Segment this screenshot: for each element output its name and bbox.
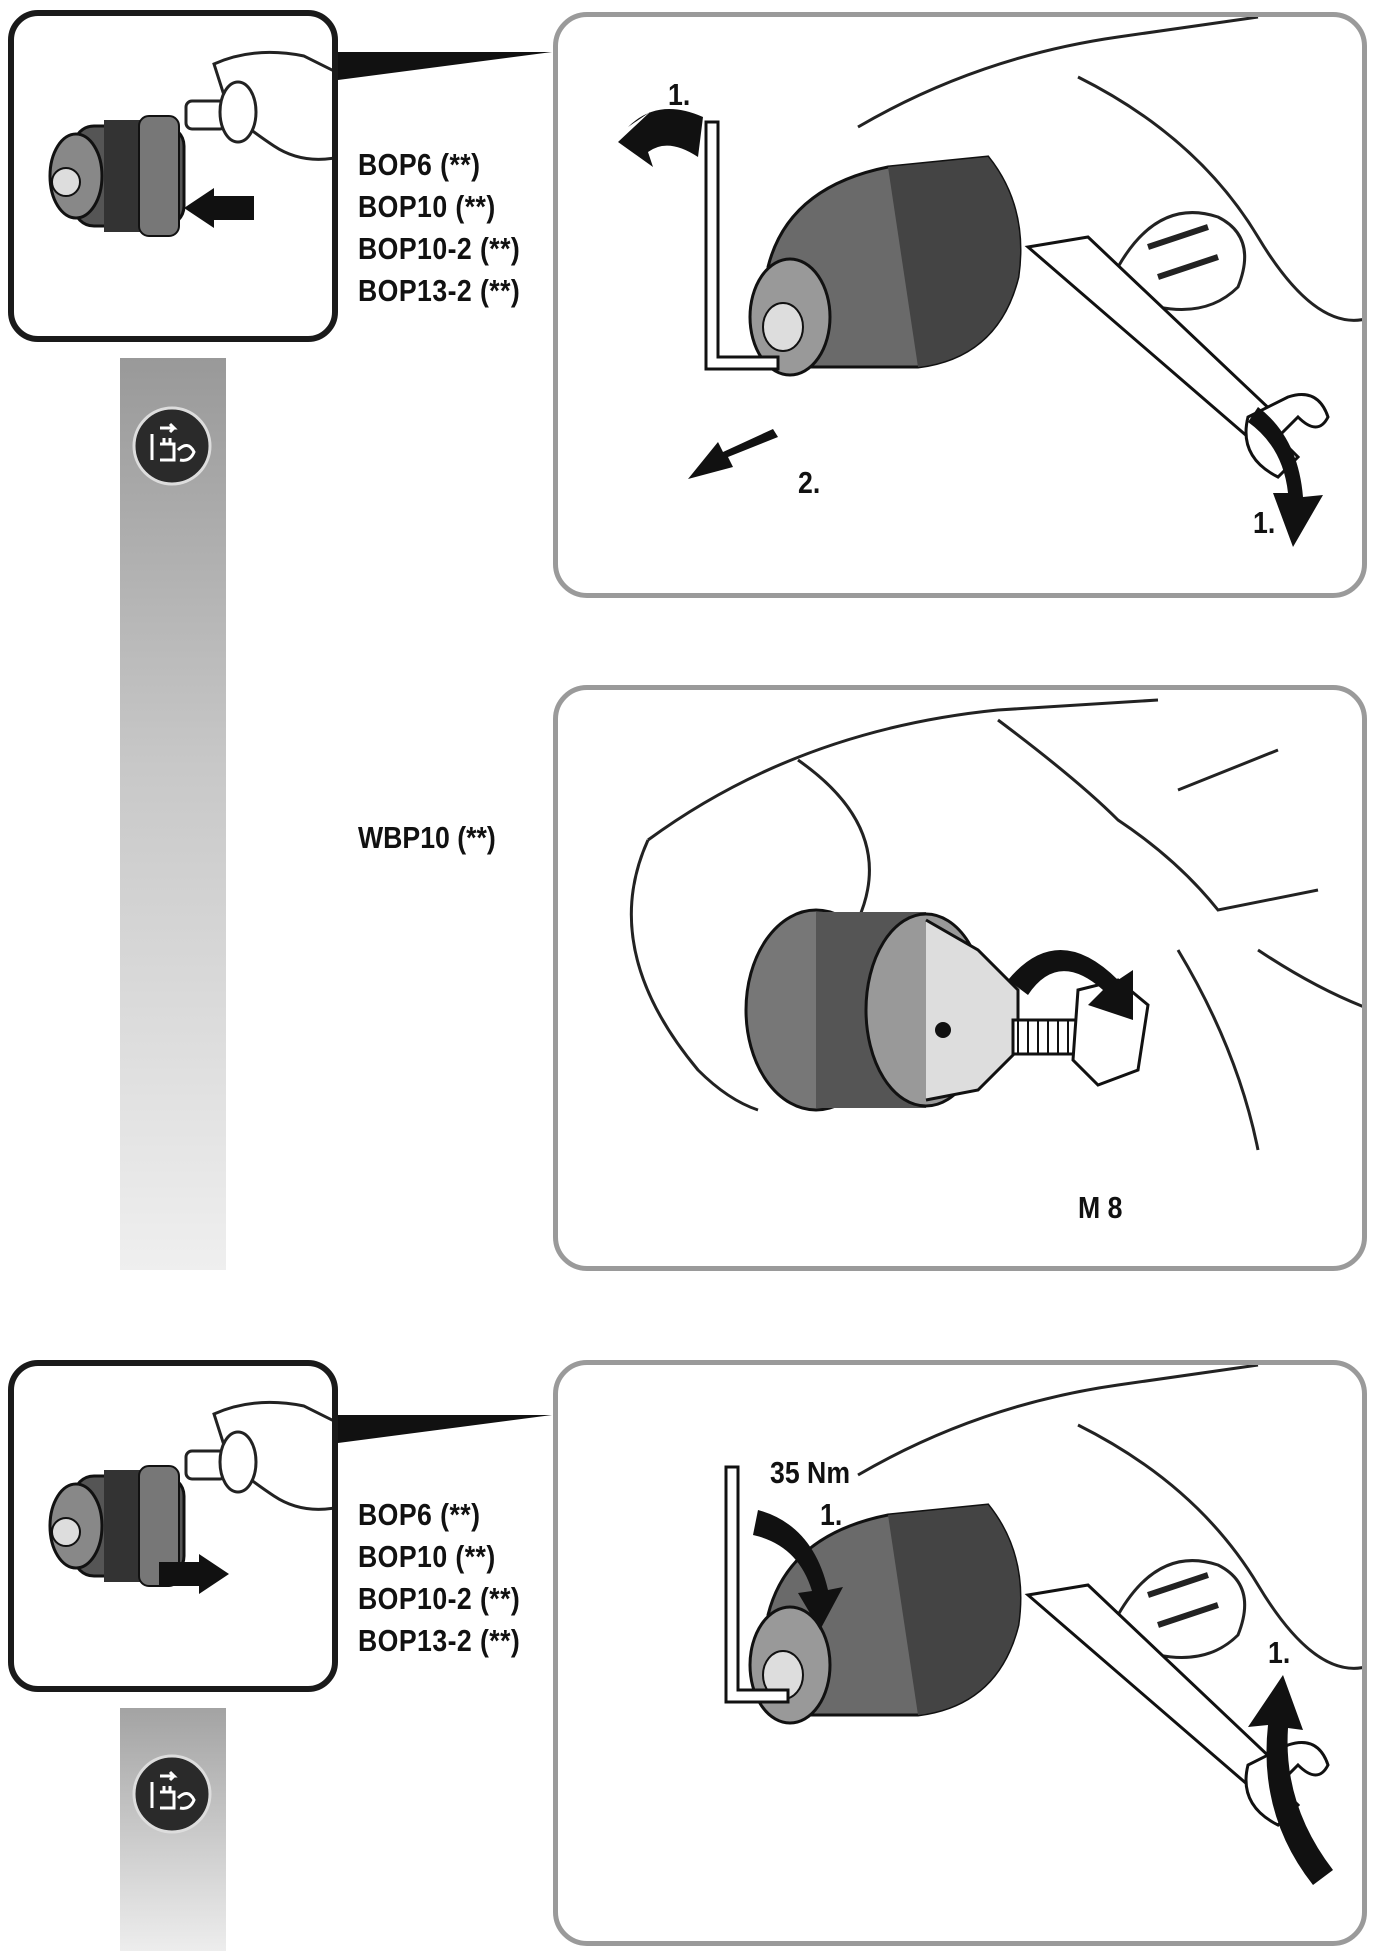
callout-pointer-top [338, 52, 552, 80]
chuck-icon [744, 908, 1020, 1112]
step-label-wrench: 1. [1253, 505, 1276, 540]
model-item: BOP10 (**) [358, 189, 496, 224]
drill-chuck-tighten-illustration [724, 1365, 1362, 1885]
hex-key-icon [724, 1465, 790, 1704]
rotate-cw-arrow-icon [1008, 950, 1133, 1020]
model-item: BOP13-2 (**) [358, 273, 521, 308]
rotate-ccw-arrow-icon [618, 109, 703, 167]
model-item: BOP6 (**) [358, 1497, 481, 1532]
chuck-icon [48, 115, 186, 237]
model-wbp10: WBP10 (**) [358, 820, 496, 855]
inset-install-chuck [8, 1360, 338, 1692]
panel-bottom: 35 Nm 1. 1. [553, 1360, 1367, 1946]
model-item: BOP10 (**) [358, 1539, 496, 1574]
chuck-icon [748, 155, 1022, 377]
bolt-size-label: M 8 [1078, 1190, 1123, 1225]
chuck-removal-illustration [48, 50, 332, 237]
panel-top: 1. 2. 1. [553, 12, 1367, 598]
rotate-down-arrow-icon [1248, 407, 1323, 547]
side-strip-top [120, 358, 226, 1270]
model-item: BOP6 (**) [358, 147, 481, 182]
arrow-pull-icon [688, 429, 778, 479]
panel-middle: M 8 [553, 685, 1367, 1271]
arrow-left-icon [184, 188, 254, 228]
model-list-top: BOP6 (**) BOP10 (**) BOP10-2 (**) BOP13-… [358, 144, 520, 312]
chuck-icon [48, 1465, 186, 1587]
step-label-hex: 1. [668, 77, 691, 112]
model-list-bottom: BOP6 (**) BOP10 (**) BOP10-2 (**) BOP13-… [358, 1494, 520, 1662]
unplug-icon [130, 404, 214, 488]
unplug-icon [130, 1752, 214, 1836]
hex-key-icon [704, 120, 780, 371]
inset-remove-chuck [8, 10, 338, 342]
chuck-install-illustration [48, 1400, 332, 1594]
step-label-pull: 2. [798, 465, 821, 500]
chuck-icon [748, 1503, 1022, 1725]
model-item: BOP10-2 (**) [358, 231, 521, 266]
step-label-wrench: 1. [1268, 1635, 1291, 1670]
callout-pointer-bottom [338, 1415, 552, 1443]
chuck-bolt-illustration [629, 698, 1362, 1151]
torque-label: 35 Nm [770, 1455, 851, 1490]
arrow-right-icon [159, 1554, 229, 1594]
rotate-up-arrow-icon [1248, 1675, 1333, 1885]
step-label-hex: 1. [820, 1497, 843, 1532]
rotate-cw-arrow-icon [753, 1510, 843, 1630]
model-item: BOP13-2 (**) [358, 1623, 521, 1658]
drill-chuck-unscrew-illustration [618, 17, 1362, 547]
model-item: BOP10-2 (**) [358, 1581, 521, 1616]
